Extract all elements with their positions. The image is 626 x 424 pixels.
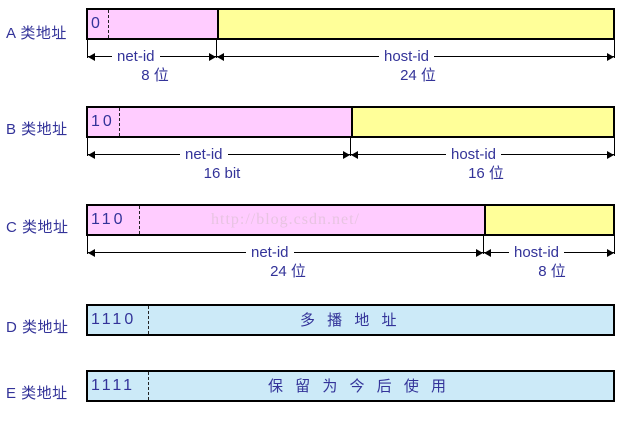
subcaption-net-id-class-a: 8 位: [141, 67, 169, 84]
body-text-class-e: 保 留 为 今 后 使 用: [268, 378, 451, 395]
row-label-class-d: D 类地址: [6, 319, 69, 336]
segment-multicast-class-d: [88, 306, 613, 334]
tick-c-mid: [483, 236, 484, 254]
arrow-left-host-id-class-b: [351, 151, 358, 159]
subcaption-host-id-class-a: 24 位: [400, 67, 436, 84]
arrow-left-host-id-class-c: [484, 249, 491, 257]
address-bar-class-b: [86, 106, 615, 138]
arrow-left-net-id-class-a: [88, 53, 95, 61]
row-label-class-e: E 类地址: [6, 385, 68, 402]
prefix-divider-class-b: [119, 108, 120, 136]
row-label-class-c: C 类地址: [6, 219, 69, 236]
segment-net-id-class-a: [88, 10, 217, 38]
caption-host-id-class-a: host-id: [379, 49, 435, 64]
prefix-divider-class-c: [139, 206, 140, 234]
arrow-right-net-id-class-c: [476, 249, 483, 257]
arrow-right-net-id-class-b: [343, 151, 350, 159]
prefix-divider-class-a: [108, 10, 109, 38]
arrow-right-host-id-class-a: [607, 53, 614, 61]
tick-a-left: [87, 40, 88, 58]
address-bar-class-e: [86, 370, 615, 402]
prefix-divider-class-e: [148, 372, 149, 400]
tick-a-mid: [216, 40, 217, 58]
tick-c-left: [87, 236, 88, 254]
arrow-right-host-id-class-c: [607, 249, 614, 257]
address-bar-class-a: [86, 8, 615, 40]
segment-net-id-class-b: [88, 108, 351, 136]
tick-b-mid: [350, 138, 351, 156]
tick-c-right: [614, 236, 615, 254]
caption-net-id-class-a: net-id: [112, 49, 160, 64]
address-bar-class-c: [86, 204, 615, 236]
tick-b-left: [87, 138, 88, 156]
subcaption-host-id-class-b: 16 位: [468, 165, 504, 182]
arrow-left-net-id-class-b: [88, 151, 95, 159]
segment-net-id-class-c: [88, 206, 484, 234]
tick-b-right: [614, 138, 615, 156]
subcaption-net-id-class-b: 16 bit: [203, 165, 241, 182]
caption-host-id-class-c: host-id: [509, 245, 565, 260]
prefix-bits-class-e: 1111: [91, 377, 136, 394]
prefix-bits-class-a: 0: [91, 15, 103, 32]
arrow-right-host-id-class-b: [607, 151, 614, 159]
row-label-class-b: B 类地址: [6, 121, 68, 138]
segment-host-id-class-c: [484, 206, 613, 234]
segment-host-id-class-a: [217, 10, 613, 38]
body-text-class-d: 多 播 地 址: [300, 312, 401, 329]
prefix-bits-class-d: 1110: [91, 311, 137, 328]
tick-a-right: [614, 40, 615, 58]
caption-net-id-class-c: net-id: [246, 245, 294, 260]
row-label-class-a: A 类地址: [6, 25, 67, 42]
prefix-bits-class-b: 10: [91, 113, 115, 130]
prefix-bits-class-c: 110: [91, 211, 126, 228]
segment-host-id-class-b: [351, 108, 613, 136]
subcaption-net-id-class-c: 24 位: [270, 263, 306, 280]
prefix-divider-class-d: [148, 306, 149, 334]
arrow-left-host-id-class-a: [217, 53, 224, 61]
caption-host-id-class-b: host-id: [446, 147, 502, 162]
subcaption-host-id-class-c: 8 位: [538, 263, 566, 280]
arrow-left-net-id-class-c: [88, 249, 95, 257]
caption-net-id-class-b: net-id: [180, 147, 228, 162]
arrow-right-net-id-class-a: [209, 53, 216, 61]
segment-reserved-class-e: [88, 372, 613, 400]
address-bar-class-d: [86, 304, 615, 336]
